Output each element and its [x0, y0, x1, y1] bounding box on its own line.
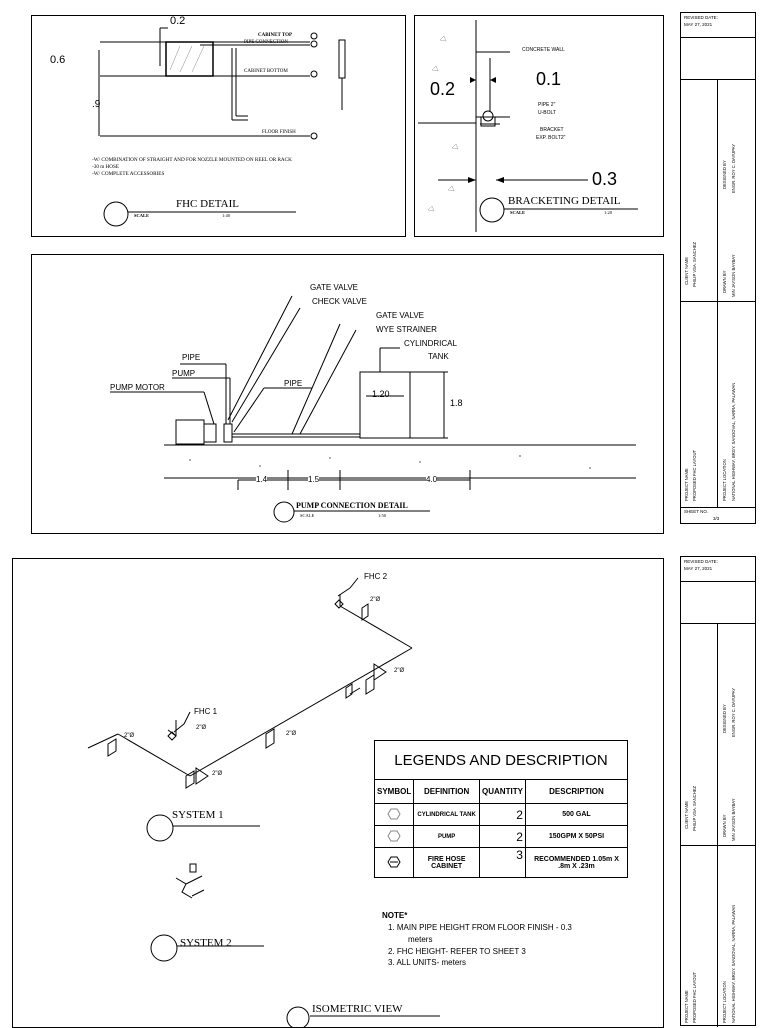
iso-view-title: ISOMETRIC VIEW [312, 1003, 403, 1015]
legend-header-definition: DEFINITION [413, 779, 481, 804]
legend-row-description: RECOMMENDED 1.05m X .8m X .23m [524, 847, 629, 878]
title-block-sheet2: REVISED DATE: MAY 27, 2021 DESIGNED BY E… [680, 556, 756, 1027]
legend-row-description: 500 GAL [524, 803, 629, 826]
legend-row-definition: PUMP [413, 825, 481, 848]
tb2-designed-label: DESIGNED BY [722, 704, 727, 733]
fhc-title: FHC DETAIL [176, 198, 239, 210]
fhc-detail-panel [31, 15, 406, 237]
iso-pipe-size-1: 2"Ø [370, 597, 381, 603]
fhc-note-2: -30 m HOSE [92, 164, 120, 170]
pump-dim-tank-height: 1.8 [450, 398, 463, 408]
pump-dim-tank-width: 1.20 [372, 389, 390, 399]
pump-detail-panel [31, 254, 664, 534]
pump-scale-label: SCALE [300, 513, 315, 518]
fhc-scale-value: 1:40 [222, 213, 231, 218]
pump-label-check-valve: CHECK VALVE [312, 297, 367, 306]
fhc-dim-height: .9 [92, 99, 101, 110]
pump-dim-d3: 4.0 [426, 475, 438, 484]
pump-label-gate-valve-2: GATE VALVE [376, 311, 425, 320]
pump-label-gate-valve-1: GATE VALVE [310, 283, 359, 292]
iso-fhc1-label: FHC 1 [194, 707, 218, 716]
fhc-note-1: -W/ COMBINATION OF STRAIGHT AND FOR NOZZ… [92, 157, 292, 163]
bracket-label-bracket: BRACKET [540, 127, 564, 133]
pump-label-cyl-tank-1: CYLINDRICAL [404, 339, 457, 348]
notes-item-1: 1. MAIN PIPE HEIGHT FROM FLOOR FINISH - … [388, 923, 572, 932]
bracket-title: BRACKETING DETAIL [508, 195, 621, 207]
tb1-sheet: 3/3 [713, 516, 720, 521]
iso-pipe-size-6: 2"Ø [212, 771, 223, 777]
tb2-client-label: CLIENT NAME [684, 800, 689, 829]
pump-label-pipe-left: PIPE [182, 353, 201, 362]
legend-header-symbol: SYMBOL [373, 779, 415, 804]
bracket-scale-label: SCALE [510, 210, 526, 215]
legend-header-description: DESCRIPTION [524, 779, 629, 804]
bracket-label-exp-bolt: EXP. BOLT2" [536, 135, 566, 141]
bracket-dim-left: 0.2 [430, 79, 456, 99]
pump-title: PUMP CONNECTION DETAIL [296, 501, 408, 510]
tb1-sheet-label: SHEET NO. [684, 509, 709, 514]
legend-row-description: 150GPM X 50PSI [524, 825, 629, 848]
bracket-label-u-bolt: U-BOLT [538, 110, 556, 116]
title-block-sheet1: REVISED DATE: MAY 27, 2021 DESIGNED BY E… [680, 12, 756, 524]
legend-table: LEGENDS AND DESCRIPTION SYMBOL DEFINITIO… [373, 740, 629, 878]
legend-row-quantity: 2 [479, 803, 526, 826]
legend-symbol-tank-icon [373, 803, 415, 826]
pump-label-pump-motor: PUMP MOTOR [110, 383, 165, 392]
tb2-location: NATIONAL HIGHWAY, BRGY. SANDOVAL, NARRA,… [731, 904, 736, 1023]
iso-system1-title: SYSTEM 1 [172, 809, 224, 821]
fhc-scale-label: SCALE [134, 213, 150, 218]
legend-title: LEGENDS AND DESCRIPTION [374, 740, 628, 780]
fhc-label-floor-finish: FLOOR FINISH [262, 130, 296, 135]
pump-label-pipe-mid: PIPE [284, 379, 303, 388]
legend-row-quantity: 3 [479, 847, 526, 878]
fhc-dim-top: 0.2 [170, 15, 186, 27]
tb1-revised-label: REVISED DATE: [684, 15, 718, 20]
legend-row-quantity: 2 [479, 825, 526, 848]
fhc-note-3: -W/ COMPLETE ACCESSORIES [92, 171, 165, 177]
fhc-label-cabinet-top: CABINET TOP [258, 33, 293, 38]
notes-item-3: 3. ALL UNITS- meters [388, 958, 466, 967]
iso-fhc2-label: FHC 2 [364, 572, 388, 581]
pump-label-wye-strainer: WYE STRAINER [376, 325, 437, 334]
legend-header-quantity: QUANTITY [479, 779, 526, 804]
bracket-dim-bottom: 0.3 [592, 169, 618, 189]
tb2-designed-by: ENGR. ROY C. DAYUPAY [731, 687, 736, 737]
pump-label-pump: PUMP [172, 369, 196, 378]
tb2-drawn-label: DRAWN BY [722, 814, 727, 837]
iso-system2-title: SYSTEM 2 [180, 937, 232, 949]
notes-item-1-cont: meters [408, 935, 433, 944]
pump-label-cyl-tank-2: TANK [428, 352, 449, 361]
notes-item-2: 2. FHC HEIGHT- REFER TO SHEET 3 [388, 947, 526, 956]
legend-symbol-fhc-icon [373, 847, 415, 878]
tb2-drawn-by: MIN JAYSON BAYBAY [731, 798, 736, 841]
iso-pipe-size-4: 2"Ø [124, 733, 135, 739]
tb2-revised-date: MAY 27, 2021 [684, 566, 713, 571]
tb2-revised-label: REVISED DATE: [684, 559, 718, 564]
fhc-label-cabinet-bottom: CABINET BOTTOM [244, 69, 288, 74]
notes-heading: NOTE* [382, 911, 408, 920]
bracket-dim-right: 0.1 [536, 69, 562, 89]
tb2-project-label: PROJECT NAME [684, 990, 689, 1023]
legend-row-definition: CYLINDRICAL TANK [413, 803, 481, 826]
bracket-scale-value: 1:20 [604, 210, 613, 215]
iso-pipe-size-5: 2"Ø [286, 731, 297, 737]
iso-pipe-size-3: 2"Ø [196, 725, 207, 731]
iso-pipe-size-2: 2"Ø [394, 668, 405, 674]
tb2-location-label: PROJECT LOCATION [722, 981, 727, 1023]
legend-row-definition: FIRE HOSE CABINET [413, 847, 481, 878]
tb2-project: PROPOSED FHC LAYOUT [692, 971, 697, 1023]
bracket-label-pipe: PIPE 2" [538, 102, 556, 108]
tb2-client: PHILIP VSA. SANCHEZ [692, 785, 697, 831]
tb1-revised-date: MAY 27, 2021 [684, 22, 713, 27]
pump-scale-value: 1:50 [378, 513, 387, 518]
pump-dim-d1: 1.4 [256, 475, 268, 484]
fhc-dim-left: 0.6 [50, 54, 66, 66]
bracket-label-concrete-wall: CONCRETE WALL [522, 47, 565, 53]
fhc-label-pipe-connection: PIPE CONNECTION [244, 40, 289, 45]
pump-dim-d2: 1.5 [308, 475, 320, 484]
legend-symbol-pump-icon [373, 825, 415, 848]
bracketing-detail-panel [414, 15, 664, 237]
